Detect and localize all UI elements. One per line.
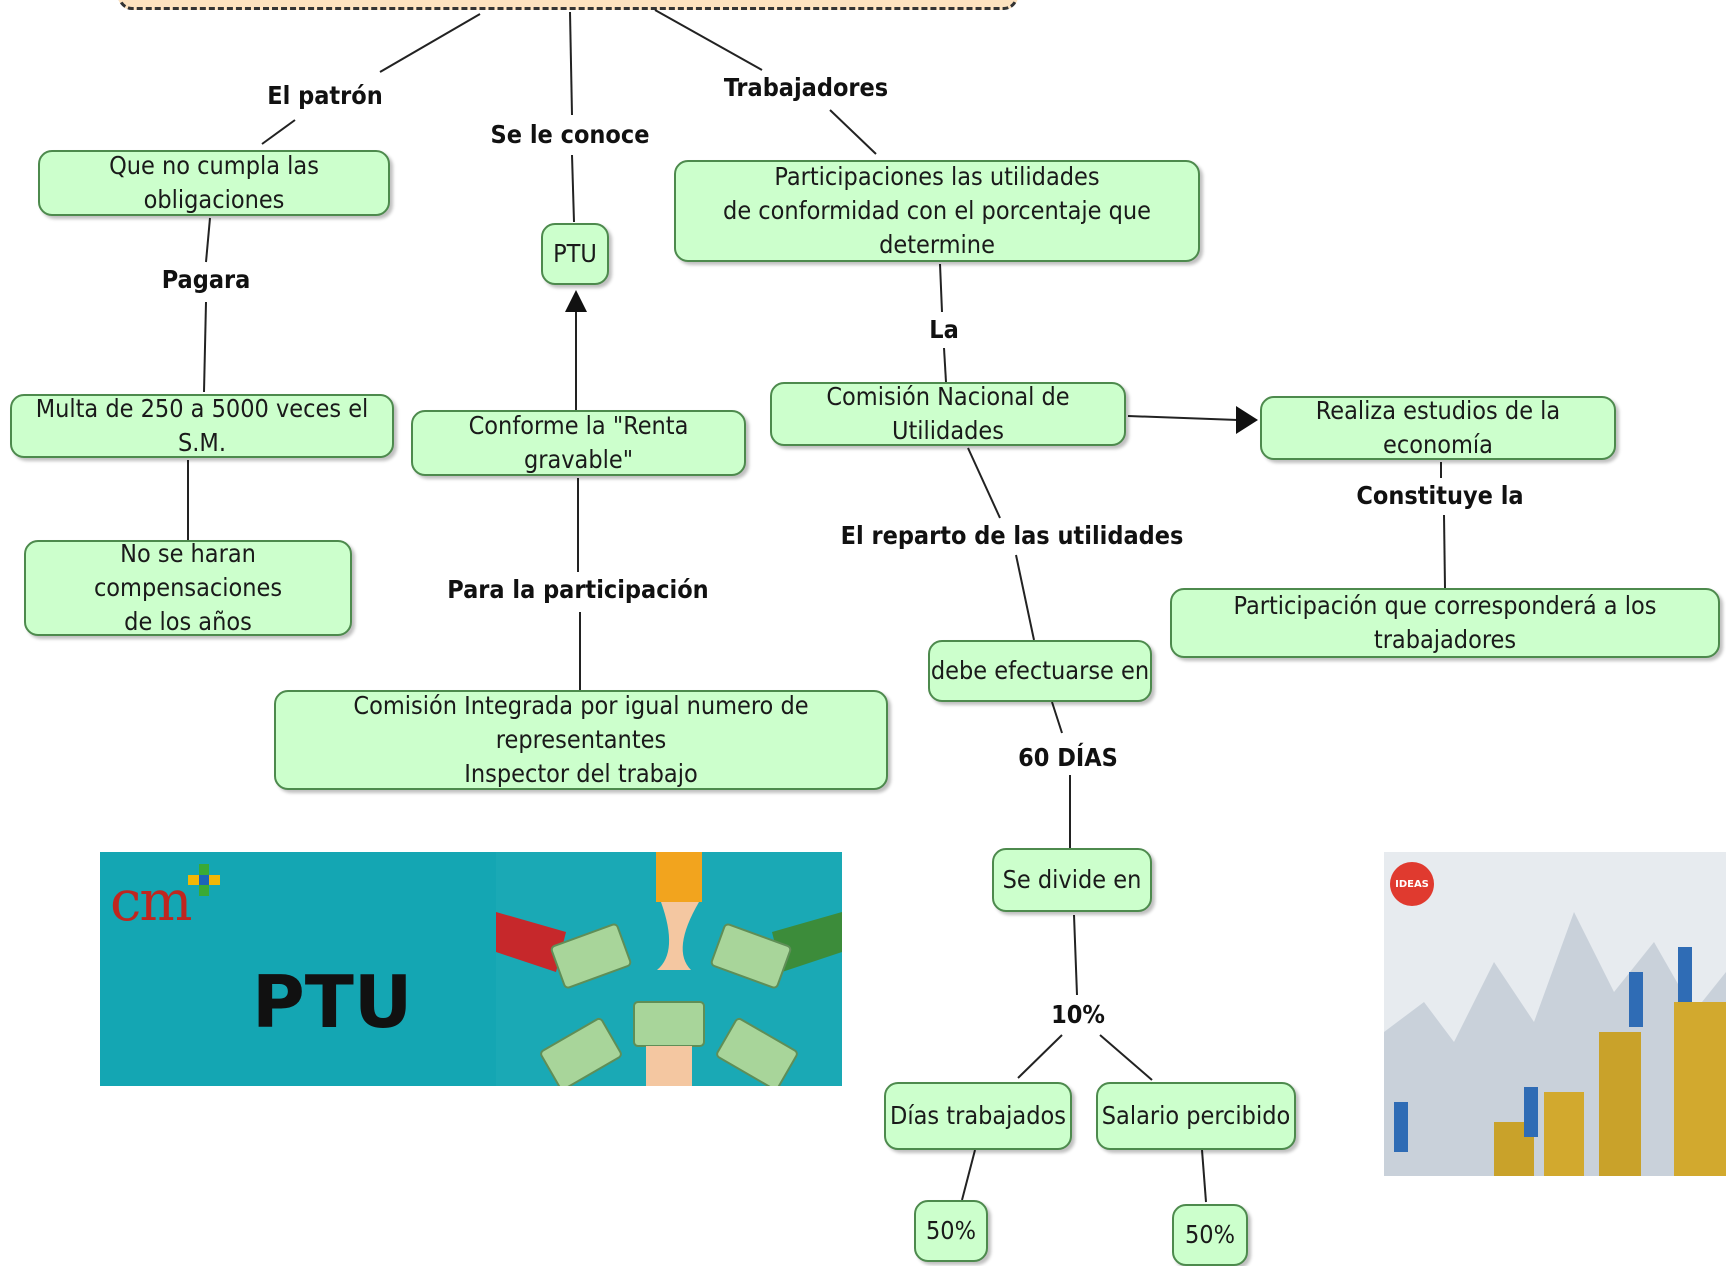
cm-plus-icon <box>188 864 220 896</box>
node-realiza-estudios[interactable]: Realiza estudios de la economía <box>1260 396 1616 460</box>
ideas-logo: IDEAS <box>1390 862 1434 906</box>
node-se-divide[interactable]: Se divide en <box>992 848 1152 912</box>
link-reparto: El reparto de las utilidades <box>836 519 1188 553</box>
coins-illustration <box>1384 912 1726 1176</box>
coins-workers-image: IDEAS <box>1384 852 1726 1176</box>
link-pagara: Pagara <box>157 263 255 297</box>
link-para-participacion: Para la participación <box>443 573 713 607</box>
node-comision-nacional[interactable]: Comisión Nacional de Utilidades <box>770 382 1126 446</box>
link-trabajadores: Trabajadores <box>719 71 893 105</box>
ptu-banner-image: cm PTU <box>100 852 842 1086</box>
node-que-no-cumpla[interactable]: Que no cumpla las obligaciones <box>38 150 390 216</box>
link-constituye-la: Constituye la <box>1352 479 1528 513</box>
hands-money-illustration <box>496 852 842 1086</box>
arrowhead-right <box>1236 406 1258 434</box>
arrowhead-up <box>565 290 587 312</box>
link-10-pct: 10% <box>1047 998 1109 1032</box>
ptu-banner-title: PTU <box>252 960 413 1044</box>
link-se-le-conoce: Se le conoce <box>486 118 654 152</box>
node-50-pct-b[interactable]: 50% <box>1172 1204 1248 1266</box>
node-participacion-trabajadores[interactable]: Participación que corresponderá a los tr… <box>1170 588 1720 658</box>
cm-logo: cm <box>110 869 192 934</box>
node-comision-integrada[interactable]: Comisión Integrada por igual numero de r… <box>274 690 888 790</box>
link-60-dias: 60 DÍAS <box>1014 741 1122 775</box>
link-el-patron: El patrón <box>263 79 387 113</box>
node-ptu[interactable]: PTU <box>541 223 609 285</box>
node-50-pct-a[interactable]: 50% <box>914 1200 988 1262</box>
node-dias-trabajados[interactable]: Días trabajados <box>884 1082 1072 1150</box>
node-debe-efectuarse[interactable]: debe efectuarse en <box>928 640 1152 702</box>
node-renta-gravable[interactable]: Conforme la "Renta gravable" <box>411 410 746 476</box>
node-multa[interactable]: Multa de 250 a 5000 veces el S.M. <box>10 394 394 458</box>
node-salario-percibido[interactable]: Salario percibido <box>1096 1082 1296 1150</box>
link-la: La <box>925 313 963 347</box>
